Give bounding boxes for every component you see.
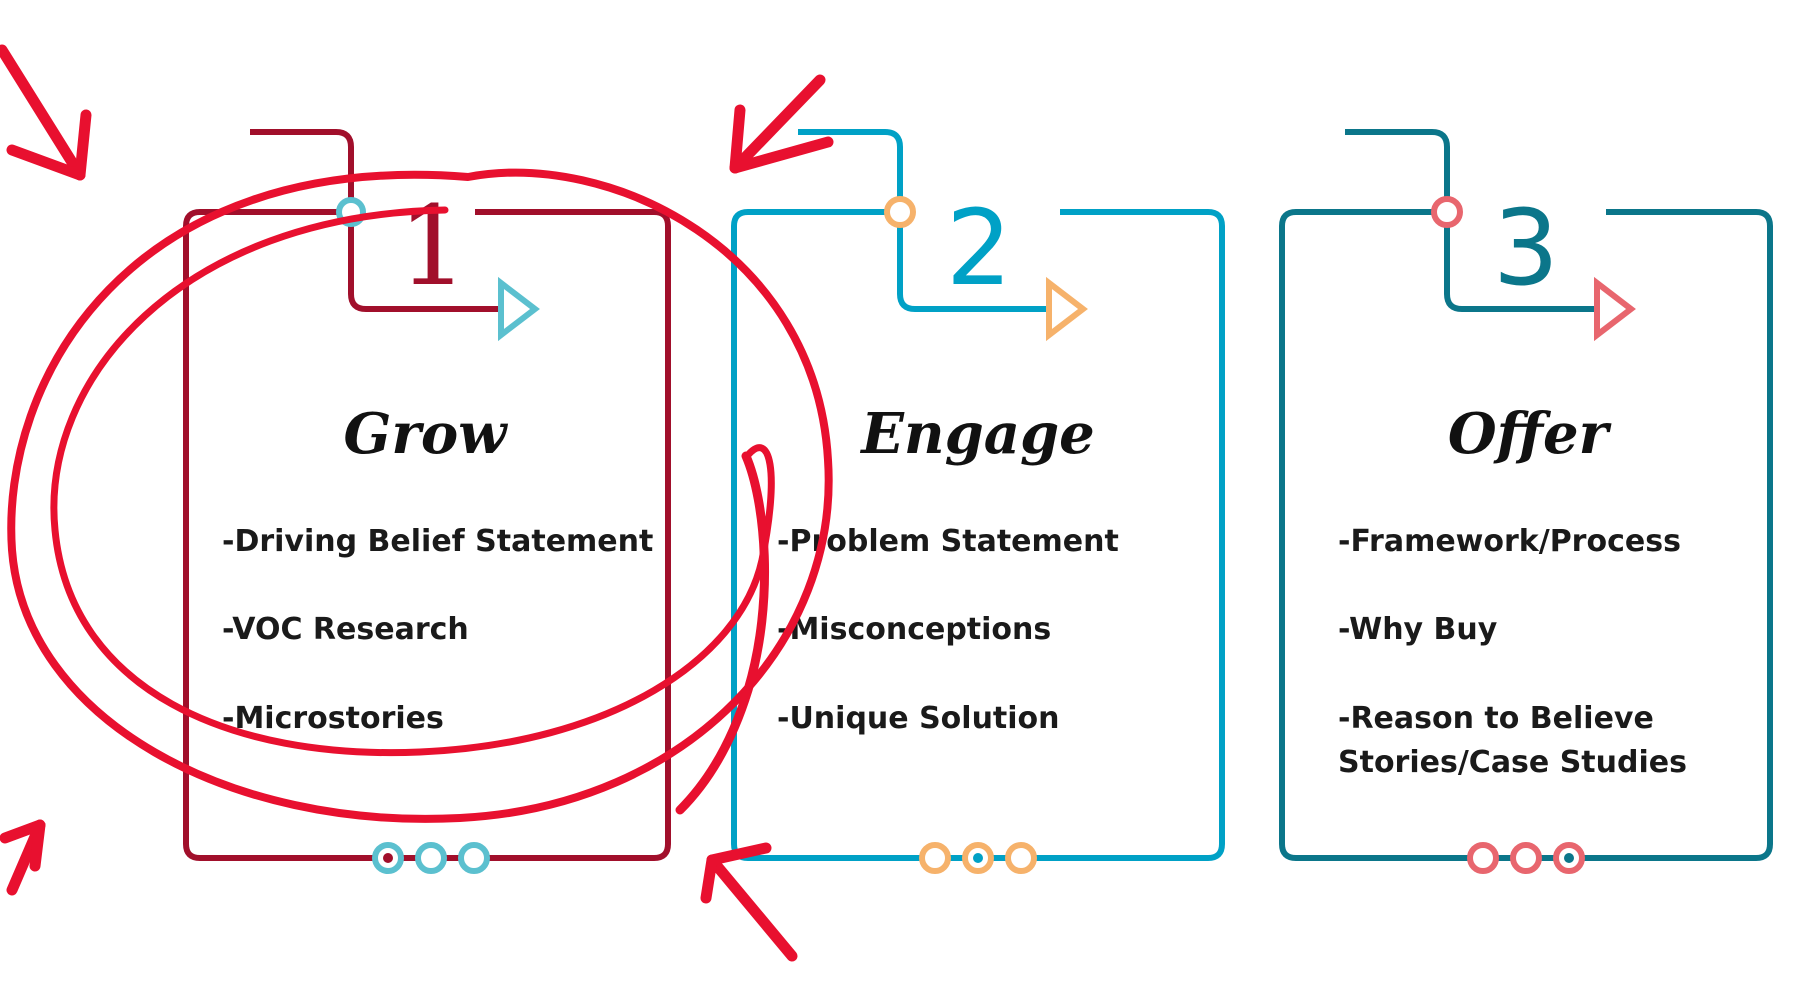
card-grow-number: 1: [398, 182, 468, 310]
card-engage-item-2: -Misconceptions: [777, 612, 1051, 647]
card-offer-item-4: Stories/Case Studies: [1338, 745, 1687, 780]
card-offer-title: Offer: [1448, 401, 1612, 467]
card-offer-node-icon: [1431, 196, 1463, 228]
dot-icon: [415, 842, 447, 874]
card-grow-dots: [372, 842, 490, 874]
card-offer: 3 Offer -Framework/Process -Why Buy -Rea…: [1279, 129, 1773, 874]
annotation-arrow-top-left-icon: [0, 44, 92, 181]
card-engage-node-icon: [884, 196, 916, 228]
dot-icon: [1510, 842, 1542, 874]
card-engage-title: Engage: [859, 401, 1095, 467]
card-engage: 2 Engage -Problem Statement -Misconcepti…: [731, 129, 1225, 874]
card-grow-title: Grow: [344, 401, 509, 467]
annotation-arrow-bottom-middle-icon: [700, 842, 798, 962]
dot-center-icon: [1564, 853, 1574, 863]
card-grow-item-3: -Microstories: [222, 701, 444, 736]
card-grow-item-2: -VOC Research: [222, 612, 469, 647]
annotation-circle-outer: [7, 168, 833, 823]
card-grow-item-1: -Driving Belief Statement: [222, 524, 653, 559]
dot-icon: [1467, 842, 1499, 874]
dot-center-icon: [383, 853, 393, 863]
card-grow-arrow-icon: [498, 276, 540, 342]
annotation-layer: [0, 44, 834, 962]
dot-icon: [1005, 842, 1037, 874]
card-offer-arrow-icon: [1594, 276, 1636, 342]
card-engage-item-1: -Problem Statement: [777, 524, 1119, 559]
card-offer-number: 3: [1493, 187, 1559, 309]
annotation-arrow-bottom-left-icon: [0, 819, 46, 896]
annotation-arrow-top-middle-icon: [729, 74, 834, 174]
card-engage-number: 2: [946, 187, 1012, 309]
annotation-stroke-right: [675, 451, 770, 815]
dot-icon: [919, 842, 951, 874]
card-offer-dots: [1467, 842, 1585, 874]
card-engage-arrow-icon: [1046, 276, 1088, 342]
dot-icon: [458, 842, 490, 874]
card-engage-dots: [919, 842, 1037, 874]
card-offer-item-1: -Framework/Process: [1338, 524, 1681, 559]
card-offer-item-2: -Why Buy: [1338, 612, 1498, 647]
card-grow: 1 Grow -Driving Belief Statement -VOC Re…: [183, 129, 671, 874]
card-offer-item-3: -Reason to Believe: [1338, 701, 1654, 736]
dot-center-icon: [973, 853, 983, 863]
card-engage-item-3: -Unique Solution: [777, 701, 1060, 736]
